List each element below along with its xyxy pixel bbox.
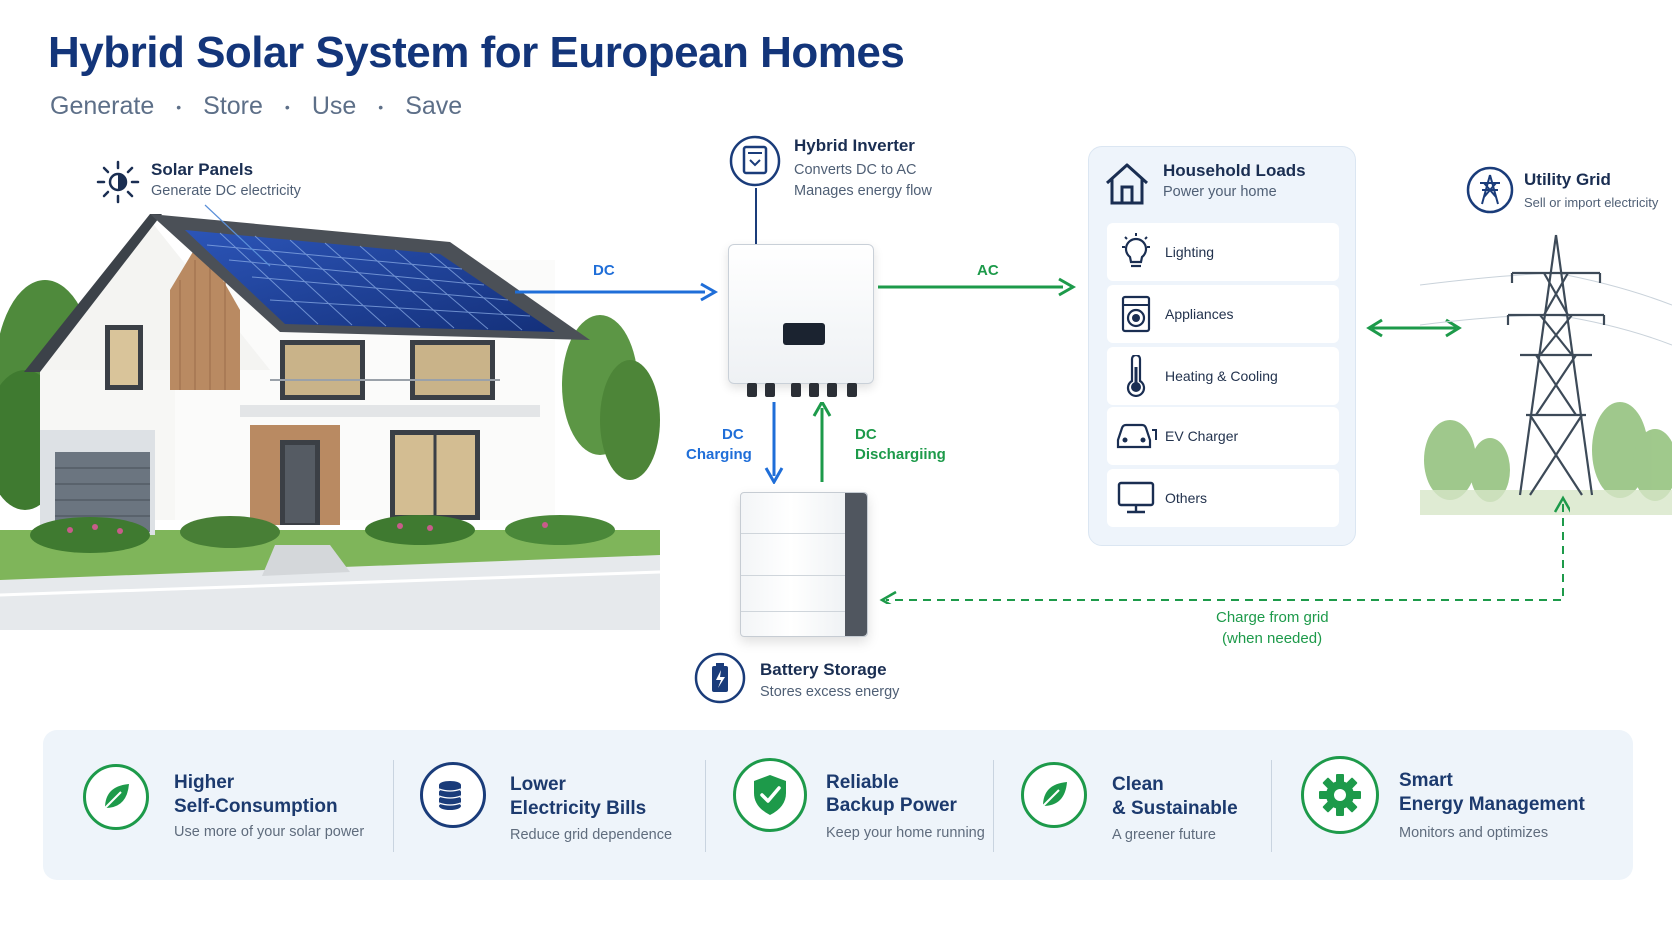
inverter-screen <box>783 323 825 345</box>
thermometer-icon <box>1126 355 1146 397</box>
loads-title: Household Loads <box>1163 161 1306 180</box>
subtitle-store: Store <box>203 92 263 120</box>
battery-desc: Stores excess energy <box>760 684 900 700</box>
leaf-icon <box>83 764 149 830</box>
pylon-illustration <box>1420 234 1672 515</box>
grid-charge-label-1: Charge from grid <box>1216 609 1329 626</box>
grid-charge-dashed-arrow <box>879 495 1570 604</box>
benefit-line-2: Energy Management <box>1399 794 1585 815</box>
subtitle-generate: Generate <box>50 92 155 120</box>
inverter-connector <box>755 188 757 244</box>
benefit-backup-power: Reliable Backup Power Keep your home run… <box>733 730 1013 880</box>
loads-desc: Power your home <box>1163 184 1277 200</box>
benefit-line-1: Smart <box>1399 770 1453 791</box>
inverter-icon <box>729 135 781 187</box>
grid-exchange-arrow <box>1366 318 1462 338</box>
benefit-line-3: Reduce grid dependence <box>510 827 673 843</box>
solar-pointer-line <box>204 204 271 267</box>
dc-arrow <box>515 282 719 302</box>
load-item-ev-charger: EV Charger <box>1107 407 1339 465</box>
charging-label-1: DC <box>722 426 744 443</box>
inverter-desc-1: Converts DC to AC <box>794 162 917 178</box>
grid-desc: Sell or import electricity <box>1524 195 1659 210</box>
inverter-title: Hybrid Inverter <box>794 136 915 155</box>
gear-icon <box>1301 756 1379 834</box>
leaf-icon <box>1021 762 1087 828</box>
benefit-line-3: Monitors and optimizes <box>1399 825 1549 841</box>
battery-icon <box>694 652 746 704</box>
benefit-smart-management: Smart Energy Management Monitors and opt… <box>1301 730 1621 880</box>
page-title: Hybrid Solar System for European Homes <box>48 28 905 77</box>
benefit-line-3: Use more of your solar power <box>174 824 365 840</box>
charging-label-2: Charging <box>686 446 752 463</box>
load-item-appliances: Appliances <box>1107 285 1339 343</box>
discharging-label-1: DC <box>855 426 877 443</box>
benefit-line-1: Clean <box>1112 774 1164 795</box>
load-item-lighting: Lighting <box>1107 223 1339 281</box>
solar-desc: Generate DC electricity <box>151 183 301 199</box>
benefit-line-3: A greener future <box>1112 827 1216 843</box>
subtitle: Generate•Store•Use•Save <box>50 92 463 120</box>
benefit-self-consumption: Higher Self-Consumption Use more of your… <box>83 730 403 880</box>
power-tower-icon <box>1466 166 1514 214</box>
benefit-lower-bills: Lower Electricity Bills Reduce grid depe… <box>420 730 720 880</box>
grid-charge-label-2: (when needed) <box>1222 630 1323 647</box>
charging-arrow <box>764 402 784 484</box>
load-item-label: Others <box>1165 490 1208 506</box>
benefit-line-1: Lower <box>510 774 566 795</box>
ac-label: AC <box>977 262 999 279</box>
discharging-arrow <box>812 402 832 482</box>
benefits-bar: Higher Self-Consumption Use more of your… <box>43 730 1633 880</box>
benefit-line-2: & Sustainable <box>1112 798 1238 819</box>
discharging-label-2: Dischargiing <box>855 446 946 463</box>
benefit-line-2: Self-Consumption <box>174 796 338 817</box>
lightbulb-icon <box>1122 233 1150 268</box>
inverter-desc-2: Manages energy flow <box>794 183 932 199</box>
inverter-device <box>728 244 874 397</box>
battery-device <box>740 492 868 637</box>
coins-icon <box>420 762 486 828</box>
load-item-others: Others <box>1107 469 1339 527</box>
car-icon <box>1116 423 1157 449</box>
house-illustration <box>0 214 660 630</box>
monitor-icon <box>1117 481 1155 514</box>
subtitle-use: Use <box>311 92 357 120</box>
benefit-line-1: Higher <box>174 772 235 793</box>
benefit-line-3: Keep your home running <box>826 825 985 841</box>
load-item-label: Heating & Cooling <box>1165 368 1278 384</box>
ac-arrow <box>878 277 1077 297</box>
load-item-heating-cooling: Heating & Cooling <box>1107 347 1339 405</box>
benefit-line-2: Electricity Bills <box>510 798 647 819</box>
benefit-clean-sustainable: Clean & Sustainable A greener future <box>1021 730 1271 880</box>
sun-icon <box>96 160 140 204</box>
dc-label: DC <box>593 262 615 279</box>
battery-side-panel <box>845 493 867 636</box>
battery-title: Battery Storage <box>760 660 887 679</box>
household-loads-panel: Household Loads Power your home Lighting… <box>1088 146 1356 546</box>
grid-title: Utility Grid <box>1524 170 1611 189</box>
benefit-line-2: Backup Power <box>826 795 957 816</box>
shield-check-icon <box>733 758 807 832</box>
house-icon <box>1105 163 1149 205</box>
washing-machine-icon <box>1121 295 1151 333</box>
solar-title: Solar Panels <box>151 160 254 179</box>
subtitle-save: Save <box>405 92 463 120</box>
load-item-label: Appliances <box>1165 306 1234 322</box>
benefit-line-1: Reliable <box>826 772 899 793</box>
load-item-label: Lighting <box>1165 244 1215 260</box>
load-item-label: EV Charger <box>1165 428 1239 444</box>
